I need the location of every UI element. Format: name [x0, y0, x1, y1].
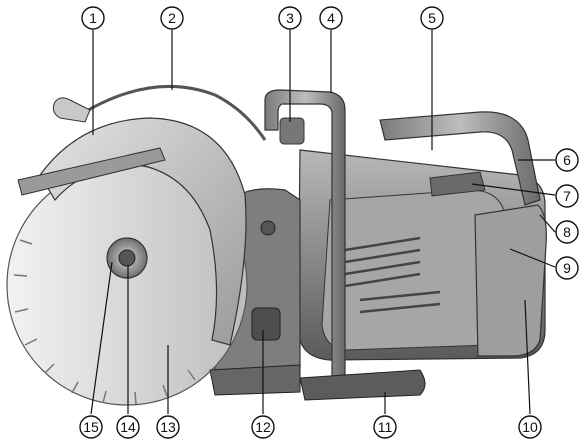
arm-bolt	[260, 220, 276, 236]
callout-11: 11	[373, 415, 397, 439]
callout-12: 12	[251, 415, 275, 439]
machine-illustration	[6, 85, 547, 406]
callout-5: 5	[420, 6, 444, 30]
callout-6: 6	[555, 148, 579, 172]
air-filter-cover	[474, 204, 547, 357]
svg-text:9: 9	[563, 260, 571, 276]
callout-4: 4	[319, 6, 343, 30]
svg-text:1: 1	[89, 10, 97, 26]
callout-2: 2	[160, 6, 184, 30]
svg-text:3: 3	[286, 10, 294, 26]
callout-13: 13	[156, 415, 180, 439]
callout-8: 8	[555, 220, 579, 244]
svg-text:13: 13	[160, 419, 176, 435]
svg-text:2: 2	[168, 10, 176, 26]
svg-text:15: 15	[83, 419, 99, 435]
front-handle	[264, 89, 346, 391]
callout-10: 10	[518, 415, 542, 439]
cooling-vents	[344, 236, 441, 314]
svg-text:8: 8	[563, 224, 571, 240]
guard-handle	[52, 97, 91, 123]
callout-3: 3	[278, 6, 302, 30]
callout-7: 7	[555, 184, 579, 208]
leader-lines	[90, 30, 556, 415]
svg-text:14: 14	[120, 419, 136, 435]
svg-text:10: 10	[522, 419, 538, 435]
water-valve	[279, 117, 305, 145]
callouts: 1 2 3 4 5 6 7 8 9 10 11 12 13 14 15	[79, 6, 579, 439]
svg-text:7: 7	[563, 188, 571, 204]
support-foot	[299, 369, 426, 401]
svg-text:5: 5	[428, 10, 436, 26]
svg-text:12: 12	[255, 419, 271, 435]
blade-segments	[13, 239, 196, 405]
guard-front-lip	[17, 147, 166, 196]
callout-9: 9	[555, 256, 579, 280]
throttle-trigger	[429, 171, 486, 197]
rear-handle	[379, 111, 541, 206]
svg-text:4: 4	[327, 10, 335, 26]
callout-15: 15	[79, 415, 103, 439]
front-foot	[209, 364, 301, 396]
svg-text:6: 6	[563, 152, 571, 168]
callout-1: 1	[81, 6, 105, 30]
blade-bolt	[118, 249, 136, 267]
water-hose	[74, 85, 267, 141]
starter-handle	[251, 307, 281, 341]
callout-14: 14	[116, 415, 140, 439]
svg-text:11: 11	[378, 419, 393, 435]
